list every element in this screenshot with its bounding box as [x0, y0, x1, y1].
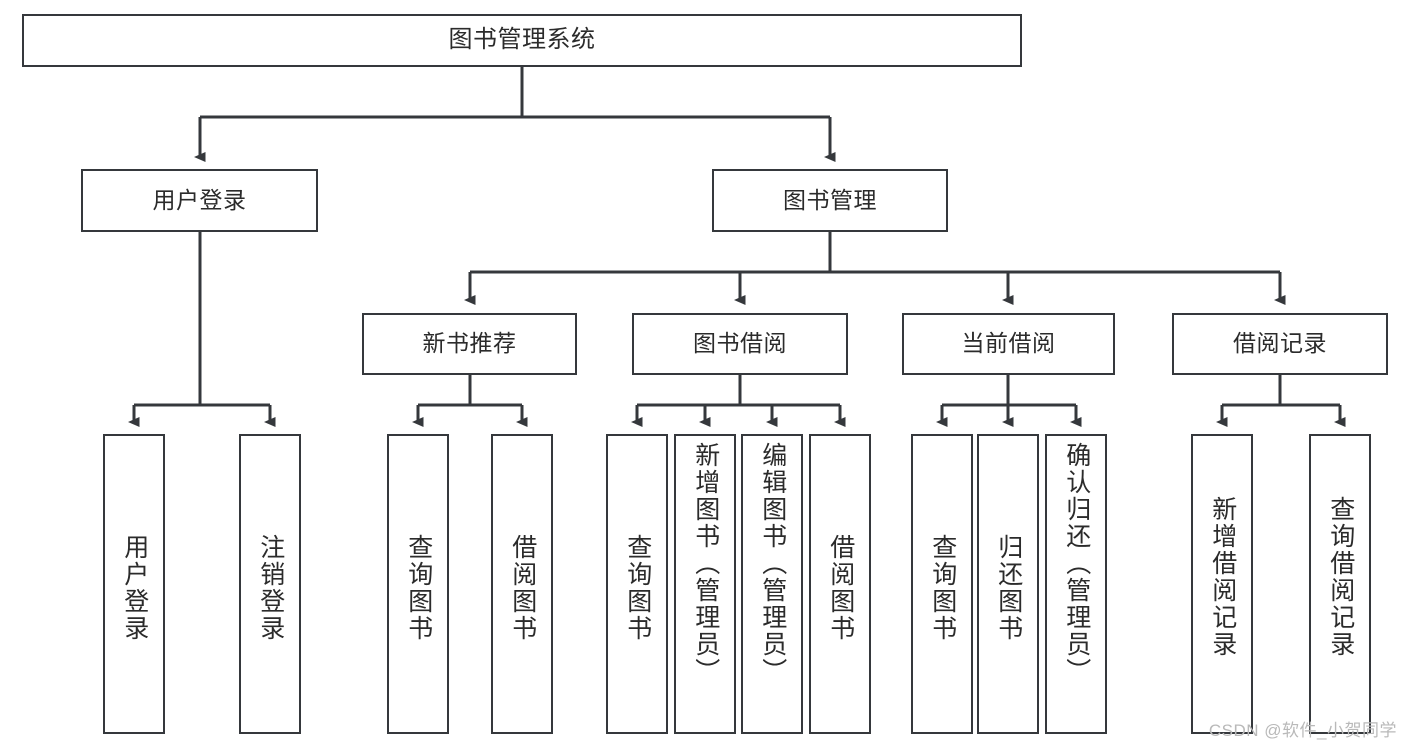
leaf-add-borrow-record[interactable]: 新增借阅记录: [1191, 434, 1253, 734]
node-user-login[interactable]: 用户登录: [81, 169, 318, 232]
node-label: 查询图书: [404, 534, 433, 642]
leaf-add-book-admin[interactable]: 新增图书（管理员）: [674, 434, 736, 734]
node-label: 新增图书（管理员）: [691, 442, 720, 685]
node-label: 借阅记录: [1233, 330, 1327, 357]
watermark-text: CSDN @软件_小贺同学: [1208, 721, 1397, 740]
leaf-query-borrow-record[interactable]: 查询借阅记录: [1309, 434, 1371, 734]
node-label: 新增借阅记录: [1208, 496, 1237, 658]
leaf-return-book[interactable]: 归还图书: [977, 434, 1039, 734]
node-book-borrow[interactable]: 图书借阅: [632, 313, 848, 375]
node-label: 用户登录: [120, 534, 149, 642]
node-label: 图书借阅: [693, 330, 787, 357]
node-label: 借阅图书: [826, 534, 855, 642]
node-label: 查询图书: [623, 534, 652, 642]
node-book-management[interactable]: 图书管理: [712, 169, 948, 232]
node-current-borrow[interactable]: 当前借阅: [902, 313, 1115, 375]
node-label: 借阅图书: [508, 534, 537, 642]
leaf-borrow-book-recommend[interactable]: 借阅图书: [491, 434, 553, 734]
leaf-borrow-book[interactable]: 借阅图书: [809, 434, 871, 734]
leaf-edit-book-admin[interactable]: 编辑图书（管理员）: [741, 434, 803, 734]
node-borrow-record[interactable]: 借阅记录: [1172, 313, 1388, 375]
node-label: 归还图书: [994, 534, 1023, 642]
node-label: 用户登录: [152, 186, 247, 213]
leaf-query-book-recommend[interactable]: 查询图书: [387, 434, 449, 734]
leaf-confirm-return-admin[interactable]: 确认归还（管理员）: [1045, 434, 1107, 734]
node-label: 编辑图书（管理员）: [758, 442, 787, 685]
node-label: 图书管理系统: [448, 26, 596, 54]
node-label: 新书推荐: [422, 330, 517, 357]
leaf-query-book-current[interactable]: 查询图书: [911, 434, 973, 734]
node-label: 查询借阅记录: [1326, 496, 1355, 658]
node-label: 当前借阅: [961, 330, 1056, 357]
node-new-book-recommend[interactable]: 新书推荐: [362, 313, 577, 375]
node-label: 图书管理: [783, 186, 877, 213]
leaf-user-logout[interactable]: 注销登录: [239, 434, 301, 734]
leaf-user-login[interactable]: 用户登录: [103, 434, 165, 734]
node-root-book-management-system[interactable]: 图书管理系统: [22, 14, 1022, 67]
node-label: 查询图书: [928, 534, 957, 642]
node-label: 注销登录: [256, 534, 285, 642]
node-label: 确认归还（管理员）: [1062, 442, 1091, 685]
leaf-query-book-borrow[interactable]: 查询图书: [606, 434, 668, 734]
